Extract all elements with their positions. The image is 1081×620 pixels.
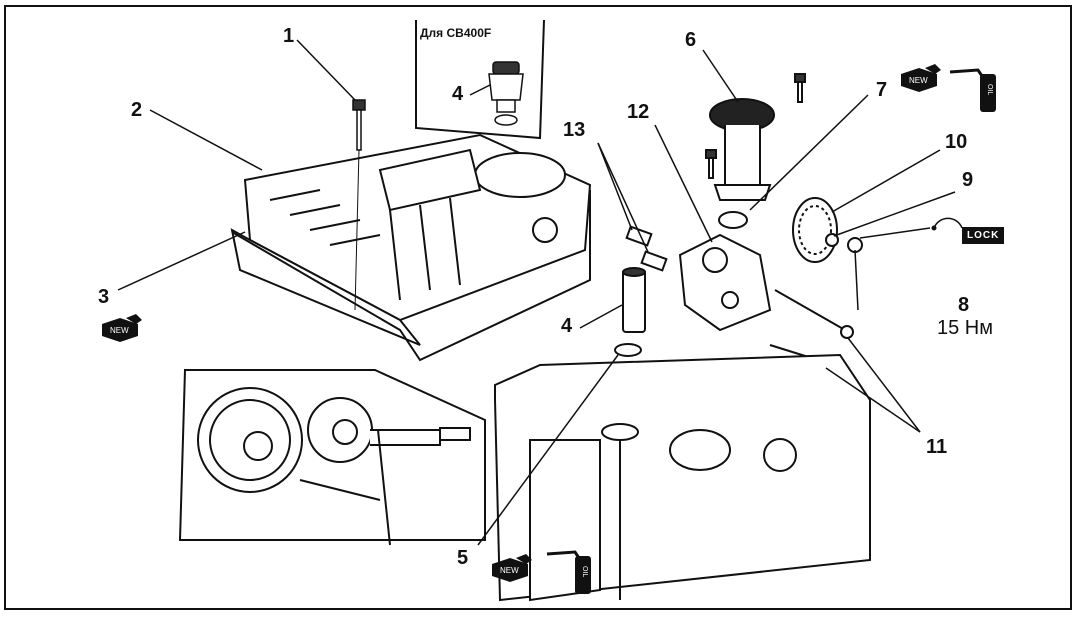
sleeve-drawing bbox=[614, 267, 646, 357]
diagram-frame bbox=[4, 5, 1072, 610]
oil-label: OIL bbox=[581, 566, 588, 577]
oil-can-icon: OIL bbox=[948, 66, 998, 121]
new-part-label: NEW bbox=[909, 76, 928, 85]
new-part-label: NEW bbox=[500, 566, 519, 575]
bolt-1-axis bbox=[354, 149, 360, 311]
tool-detail-drawing bbox=[178, 369, 486, 546]
callout-1: 1 bbox=[283, 25, 295, 47]
callout-11: 11 bbox=[926, 436, 948, 458]
callout-3: 3 bbox=[98, 286, 110, 308]
gasket-drawing bbox=[231, 190, 591, 362]
callout-13: 13 bbox=[563, 119, 586, 141]
torque-spec: 15 Нм bbox=[937, 317, 993, 339]
oil-can-icon: OIL bbox=[545, 548, 595, 603]
new-part-label: NEW bbox=[110, 326, 129, 335]
callout-5: 5 bbox=[457, 547, 469, 569]
oil-pump-drawing bbox=[625, 225, 772, 332]
crankcase-drawing bbox=[494, 353, 871, 602]
oil-strainer-drawing bbox=[705, 73, 806, 229]
inset-callout-4: 4 bbox=[452, 83, 464, 105]
lock-badge: LOCK bbox=[962, 227, 1005, 244]
leader-lines bbox=[117, 39, 956, 546]
callout-2: 2 bbox=[131, 99, 143, 121]
thread-lock-arc-icon bbox=[928, 208, 968, 237]
callout-4: 4 bbox=[561, 315, 573, 337]
callout-10: 10 bbox=[945, 131, 968, 153]
inset-title: Для CB400F bbox=[420, 26, 492, 40]
new-part-icon: NEW bbox=[98, 312, 144, 349]
inset-frame bbox=[415, 19, 545, 140]
bolt-1-drawing bbox=[352, 99, 366, 151]
sprocket-drawing bbox=[792, 197, 863, 263]
callout-6: 6 bbox=[685, 29, 697, 51]
inset-valve-drawing bbox=[488, 61, 524, 126]
callout-12: 12 bbox=[627, 101, 650, 123]
new-part-icon: NEW bbox=[488, 552, 534, 589]
oil-pan-drawing bbox=[230, 133, 592, 346]
callout-7: 7 bbox=[876, 79, 888, 101]
new-part-icon: NEW bbox=[897, 62, 943, 99]
callout-8: 8 bbox=[958, 294, 970, 316]
callout-9: 9 bbox=[962, 169, 974, 191]
oil-label: OIL bbox=[986, 84, 993, 95]
inset-arrow bbox=[469, 84, 491, 96]
